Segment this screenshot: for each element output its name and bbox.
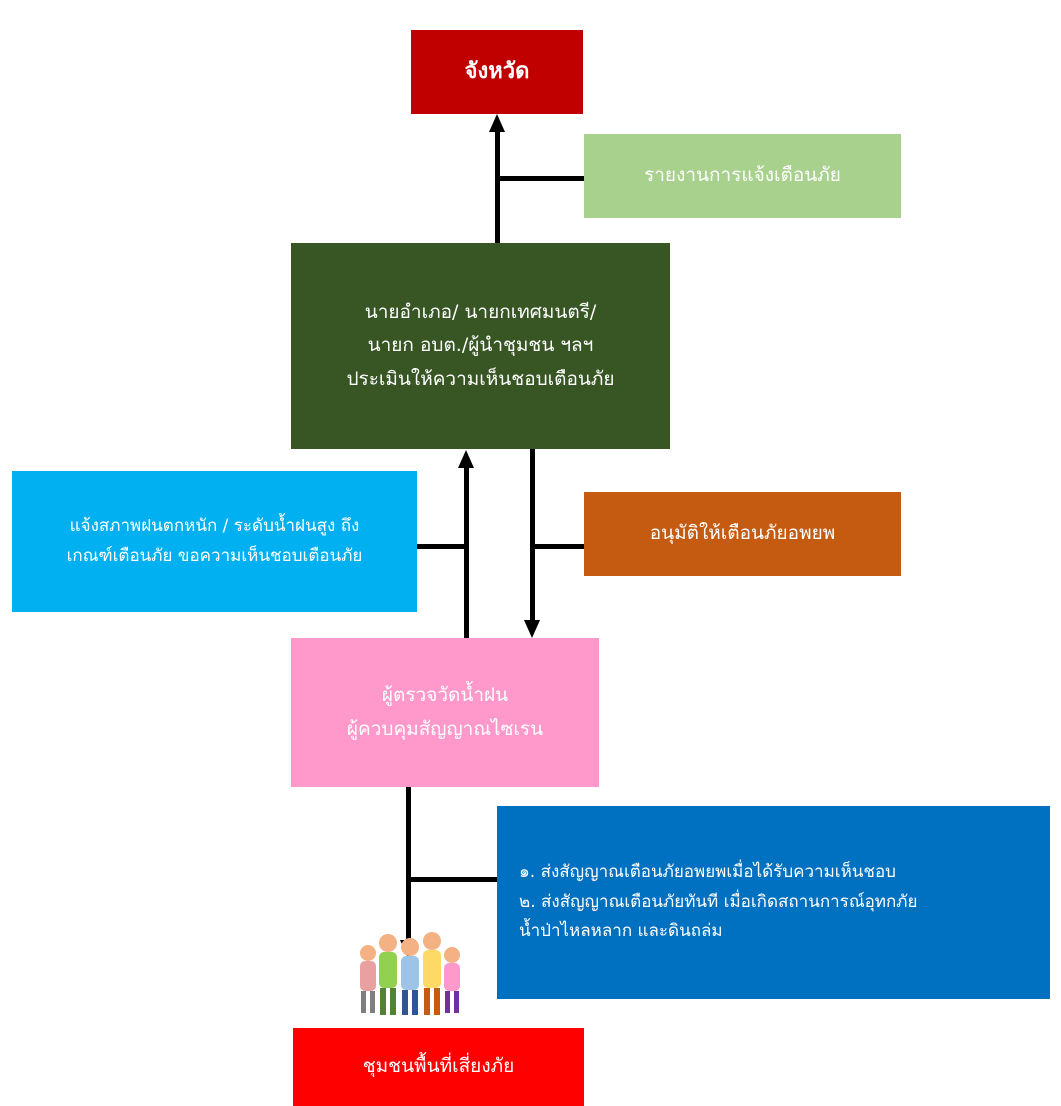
officials-box: นายอำเภอ/ นายกเทศมนตรี/ นายก อบต./ผู้นำช… — [291, 243, 670, 449]
signals-line-2: ๒. ส่งสัญญาณเตือนภัยทันที เมื่อเกิดสถานก… — [519, 891, 918, 912]
notify-line-2: เกณฑ์เตือนภัย ขอความเห็นชอบเตือนภัย — [66, 545, 363, 566]
connector-officials-to-observer — [530, 449, 535, 620]
connector-report-branch — [500, 176, 584, 181]
notify-line-1: แจ้งสภาพฝนตกหนัก / ระดับน้ำฝนสูง ถึง — [69, 515, 360, 536]
signals-box: ๑. ส่งสัญญาณเตือนภัยอพยพเมื่อได้รับความเ… — [497, 806, 1050, 999]
person-5 — [444, 947, 460, 1013]
signals-line-3: น้ำป่าไหลหลาก และดินถล่ม — [519, 921, 723, 942]
connector-approve-branch — [535, 544, 584, 549]
arrow-to-province — [489, 114, 505, 132]
notify-box: แจ้งสภาพฝนตกหนัก / ระดับน้ำฝนสูง ถึง เกณ… — [12, 471, 417, 612]
province-box: จังหวัด — [411, 30, 583, 114]
report-label: รายงานการแจ้งเตือนภัย — [644, 164, 841, 187]
officials-line-2: นายก อบต./ผู้นำชุมชน ฯลฯ — [367, 334, 594, 357]
observer-box: ผู้ตรวจวัดน้ำฝน ผู้ควบคุมสัญญาณไซเรน — [291, 638, 599, 787]
approve-box: อนุมัติให้เตือนภัยอพยพ — [584, 492, 901, 576]
people-group-illustration — [360, 932, 460, 1015]
connector-observer-to-officials — [464, 467, 469, 638]
person-2 — [379, 934, 397, 1015]
observer-line-1: ผู้ตรวจวัดน้ำฝน — [381, 684, 509, 707]
arrow-to-observer — [524, 620, 540, 638]
observer-line-2: ผู้ควบคุมสัญญาณไซเรน — [346, 717, 544, 740]
community-box: ชุมชนพื้นที่เสี่ยงภัย — [293, 1028, 584, 1106]
community-label: ชุมชนพื้นที่เสี่ยงภัย — [362, 1055, 515, 1078]
person-1 — [360, 945, 376, 1013]
arrow-to-officials — [458, 450, 474, 468]
person-3 — [401, 938, 419, 1015]
connector-officials-to-province — [495, 130, 500, 243]
officials-line-1: นายอำเภอ/ นายกเทศมนตรี/ — [364, 301, 597, 324]
province-label: จังหวัด — [464, 58, 530, 84]
person-4 — [423, 932, 441, 1015]
signals-line-1: ๑. ส่งสัญญาณเตือนภัยอพยพเมื่อได้รับความเ… — [519, 861, 896, 882]
connector-notify-branch — [417, 544, 464, 549]
connector-observer-to-community — [406, 787, 411, 942]
connector-signals-branch — [411, 877, 497, 882]
officials-line-3: ประเมินให้ความเห็นชอบเตือนภัย — [346, 367, 615, 390]
approve-label: อนุมัติให้เตือนภัยอพยพ — [649, 522, 836, 545]
report-box: รายงานการแจ้งเตือนภัย — [584, 134, 901, 218]
